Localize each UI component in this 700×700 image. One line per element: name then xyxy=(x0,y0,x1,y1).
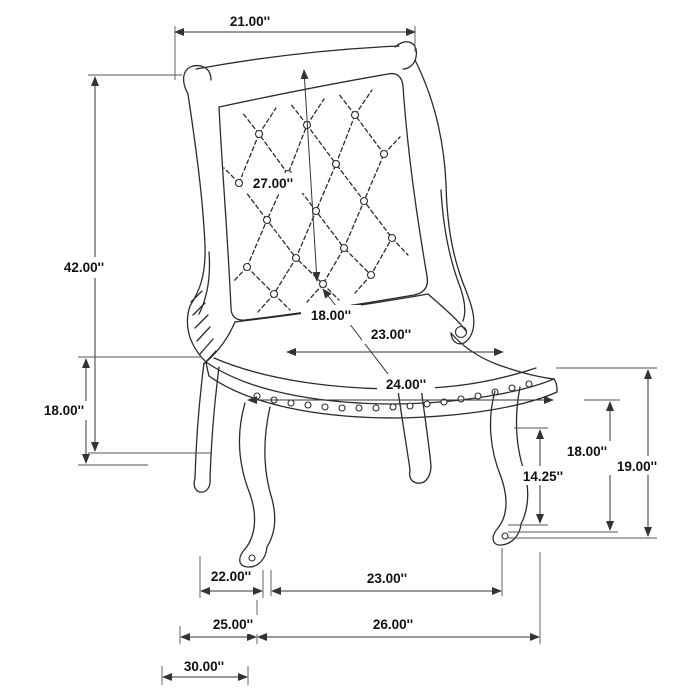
back-top-right-scroll xyxy=(394,41,418,70)
dimensions: 21.00'' 42.00'' 27.00'' 18.00'' 23.00'' xyxy=(34,14,667,685)
dim-seat-front-width: 24.00'' xyxy=(247,374,554,404)
dim-floor-span-overall: 30.00'' xyxy=(161,659,249,685)
back-left-leg xyxy=(193,362,220,493)
back-top-left-scroll xyxy=(183,64,212,95)
seat-rail-ends xyxy=(205,361,558,393)
dim-top-width: 21.00'' xyxy=(174,14,416,80)
left-wing-inner xyxy=(198,251,211,315)
dim-leg-height-outer-label: 19.00'' xyxy=(617,459,657,474)
back-left-outer-edge xyxy=(186,93,207,363)
dim-leg-height-inner-label: 14.25'' xyxy=(523,469,563,484)
dim-leg-height-inner: 14.25'' xyxy=(508,427,573,526)
dim-floor-span-front-label: 26.00'' xyxy=(373,617,413,632)
front-left-leg xyxy=(238,402,276,568)
seat-right-edge xyxy=(427,293,467,332)
dim-floor-span-front: 26.00'' xyxy=(257,552,541,644)
dim-top-width-label: 21.00'' xyxy=(230,14,270,29)
dim-floor-span-left-label: 25.00'' xyxy=(213,617,253,632)
dim-back-diagonal: 27.00'' xyxy=(243,69,321,282)
right-arm-inner xyxy=(440,189,466,322)
dim-seat-height-left: 18.00'' xyxy=(34,356,202,466)
left-arm-pleats xyxy=(190,290,217,365)
dim-seat-width-label: 23.00'' xyxy=(371,327,411,342)
dim-seat-width: 23.00'' xyxy=(286,325,504,356)
seat-front-bulge xyxy=(213,357,537,390)
dim-back-to-seat-diagonal-label: 18.00'' xyxy=(311,308,351,323)
dim-floor-span-left: 25.00'' xyxy=(179,600,262,644)
right-arm-scroll xyxy=(454,325,468,339)
dim-floor-span-overall-label: 30.00'' xyxy=(184,659,224,674)
dim-floor-span-back-to-front-label: 22.00'' xyxy=(211,569,251,584)
right-arm-to-seat xyxy=(450,332,555,380)
dim-back-diagonal-label: 27.00'' xyxy=(253,176,293,191)
back-right-outer-edge xyxy=(414,59,475,345)
dim-leg-height-outer: 19.00'' xyxy=(508,367,667,539)
dim-seat-height-left-label: 18.00'' xyxy=(44,403,84,418)
back-top-edge xyxy=(195,45,400,70)
dim-floor-span-front-legs-label: 23.00'' xyxy=(367,571,407,586)
dim-overall-height: 42.00'' xyxy=(52,74,212,454)
dim-seat-front-width-label: 24.00'' xyxy=(386,377,426,392)
dim-overall-height-label: 42.00'' xyxy=(64,260,104,275)
chair-drawing xyxy=(183,41,558,568)
dim-leg-height-mid-label: 18.00'' xyxy=(567,444,607,459)
tufting-buttons xyxy=(234,110,397,299)
dim-floor-span-front-legs: 23.00'' xyxy=(270,548,503,596)
dim-floor-span-back-to-front: 22.00'' xyxy=(199,556,264,598)
tufting-creases xyxy=(223,89,409,313)
dim-leg-height-mid: 18.00'' xyxy=(508,399,620,533)
tufted-panel-outline xyxy=(218,72,429,321)
